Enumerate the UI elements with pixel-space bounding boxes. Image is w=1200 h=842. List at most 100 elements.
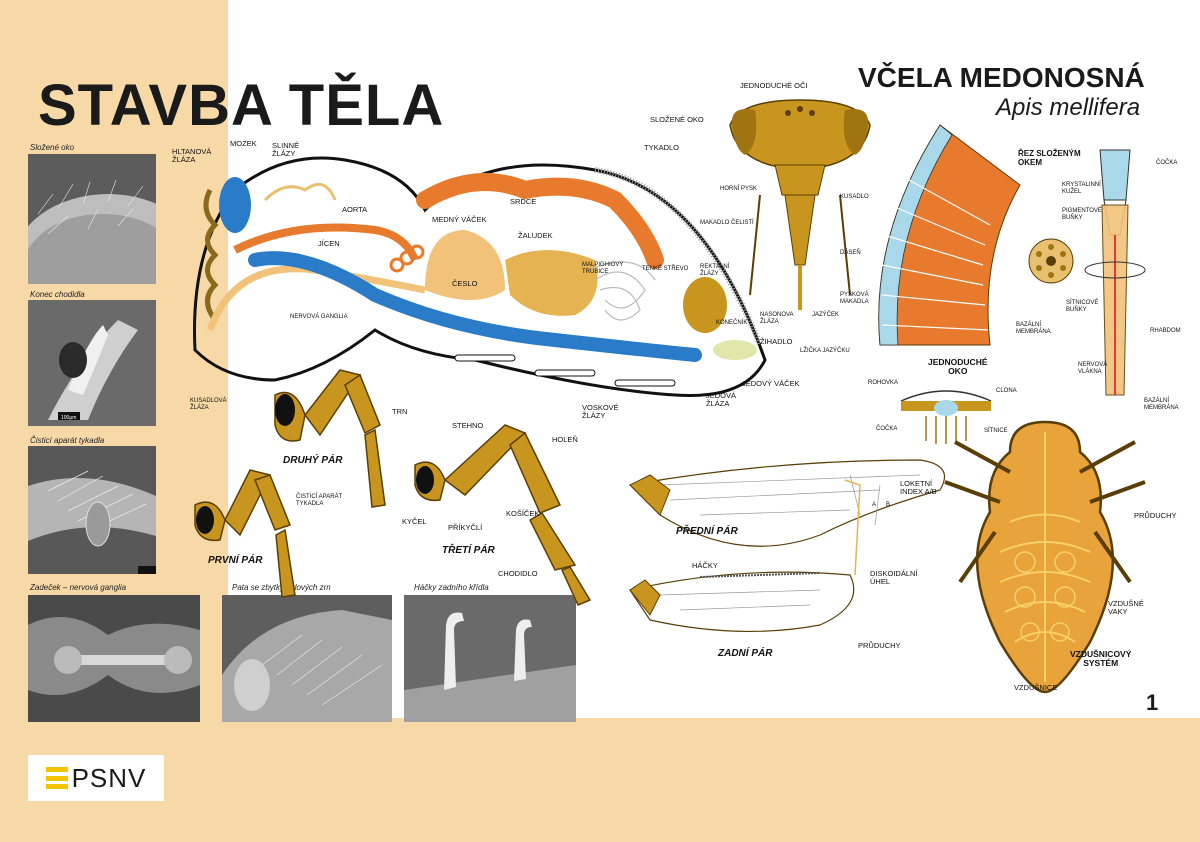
label-forewing: PŘEDNÍ PÁR <box>676 526 738 537</box>
label-gum: DÁSEŇ <box>840 250 861 256</box>
compound-eye-left <box>731 109 757 155</box>
ocellus-middle <box>797 106 803 112</box>
third-leg-tarsus <box>560 566 592 606</box>
compound-eye-section <box>878 124 1021 346</box>
label-venom-sac: JEDOVÝ VÁČEK <box>742 379 800 388</box>
label-lens: ČOČKA <box>1156 160 1178 166</box>
label-nerve-ganglia: NERVOVÁ GANGLIA <box>290 314 348 320</box>
second-leg-tibia <box>344 373 381 435</box>
label-salivary-glands: SLINNÉ ŽLÁZY <box>272 141 300 159</box>
label-tibia: HOLEŇ <box>552 435 578 444</box>
photo-abdomen-ganglia-image <box>28 595 200 722</box>
label-proventriculus: ČESLO <box>452 279 478 288</box>
psnv-logo-text: PSNV <box>71 762 147 793</box>
second-leg-tarsus <box>364 428 386 508</box>
photo-caption-1: Složené oko <box>30 143 75 152</box>
forewing-veins <box>659 474 921 526</box>
legs-diagram <box>194 369 592 606</box>
venom-sac <box>713 340 757 360</box>
label-malpighian: MALPIGHIOVY TRUBICE <box>582 262 624 275</box>
label-compound-eye: SLOŽENÉ OKO <box>650 115 704 124</box>
label-second-pair: DRUHÝ PÁR <box>283 455 343 466</box>
photo-foot-end: 100µm <box>28 300 156 426</box>
label-rhabdom: RHABDOM <box>1150 328 1181 334</box>
ocellus-left <box>785 110 791 116</box>
label-retina: SÍTNICE <box>984 428 1008 434</box>
ocellus-right <box>809 110 815 116</box>
label-spur: TRN <box>392 407 408 416</box>
label-glossa: JAZÝČEK <box>812 312 840 318</box>
labrum <box>774 164 826 196</box>
ommatidium-diagram <box>1084 149 1146 396</box>
heart <box>416 173 664 269</box>
label-small-intestine: TENKÉ STŘEVO <box>642 266 689 272</box>
ommatidia-fan <box>878 124 1021 346</box>
label-maxillary-palp: MAKADLO ČELISTÍ <box>700 220 754 226</box>
label-labial-palps: PYSKOVÁ MAKADLA <box>840 292 869 305</box>
simple-eye-diagram <box>900 390 992 444</box>
label-tracheal-system: VZDUŠNICOVÝ SYSTÉM <box>1070 649 1132 669</box>
forewing-base <box>629 474 671 516</box>
label-nerve-fibers: NERVOVÁ VLÁKNA <box>1078 362 1108 375</box>
label-hamuli: HÁČKY <box>692 561 718 570</box>
ommatidium-lens <box>1099 149 1131 201</box>
photo-caption-4: Zadeček – nervová ganglia <box>30 583 127 592</box>
label-basal-membrane: BAZÁLNÍ MEMBRÁNA <box>1016 322 1051 335</box>
label-eye-section: ŘEZ SLOŽENÝM OKEM <box>1018 149 1081 167</box>
label-antenna-cleaner: ČISTICÍ APARÁT TYKADLA <box>296 494 343 507</box>
photo-abdomen-ganglia <box>28 595 200 722</box>
label-femur: STEHNO <box>452 421 484 430</box>
photo-pollen-heel-image <box>222 595 392 722</box>
label-trochanter: PŘÍKYČLÍ <box>448 523 483 532</box>
third-leg-femur <box>443 424 527 496</box>
label-simple-lens: ČOČKA <box>876 426 898 432</box>
label-wax-glands: VOSKOVÉ ŽLÁZY <box>582 403 619 421</box>
label-rectum: KONEČNÍK <box>716 320 748 326</box>
label-heart: SRDCE <box>510 197 537 206</box>
first-leg-dark-joint <box>196 506 214 534</box>
species-title: VČELA MEDONOSNÁ <box>858 62 1145 93</box>
discoidal-angle-line <box>844 479 861 576</box>
psnv-logo-mark <box>45 767 68 789</box>
heart-coils <box>389 244 425 273</box>
air-sacs <box>1014 551 1076 642</box>
tracheae <box>999 432 1091 682</box>
rectum <box>683 277 727 333</box>
label-cornea: ROHOVKA <box>868 380 899 386</box>
maxillary-palp-right <box>839 194 851 296</box>
label-first-pair: PRVNÍ PÁR <box>208 555 263 566</box>
scale-bar-label-1: 100µm <box>61 415 76 421</box>
cornea <box>900 390 992 402</box>
nerve-cord <box>248 251 702 362</box>
ventriculus <box>505 250 598 316</box>
photo-antenna-cleaner <box>28 446 156 574</box>
label-venom-gland: JEDOVÁ ŽLÁZA <box>706 391 737 409</box>
honey-stomach <box>425 230 505 300</box>
hindwing-veins <box>659 589 821 611</box>
latin-name: Apis mellifera <box>996 94 1141 121</box>
photo-antenna-cleaner-image <box>28 446 156 574</box>
tracheal-system-diagram <box>944 420 1146 694</box>
third-leg-basitarsus <box>529 511 577 571</box>
photo-hindwing-hooks <box>404 595 576 722</box>
tracheal-legs <box>944 440 1146 584</box>
wings-diagram <box>628 459 945 633</box>
label-sting: ŽIHADLO <box>760 337 793 346</box>
label-vein-b: B <box>886 502 891 508</box>
photo-caption-2: Konec chodidla <box>30 290 85 299</box>
proboscis <box>784 194 816 266</box>
psnv-logo: PSNV <box>28 755 164 801</box>
ommatidium-cross-section <box>1028 238 1074 284</box>
label-labrum: HORNÍ PYSK <box>720 186 758 192</box>
label-rectal-glands: REKTÁLNÍ ŽLÁZY <box>700 264 730 277</box>
label-tracheae: VZDUŠNICE <box>1014 683 1058 692</box>
compound-eye-right <box>843 109 869 155</box>
salivary-glands <box>263 182 337 202</box>
photo-compound-eye <box>28 154 156 284</box>
label-simple-eye: JEDNODUCHÉ OKO <box>928 357 988 377</box>
hindwing <box>629 571 855 633</box>
bee-head-diagram <box>729 99 871 310</box>
label-ocelli: JEDNODUCHÉ OČI <box>740 81 808 90</box>
label-crystalline-cone: KRYSTALINNÍ KUŽEL <box>1062 182 1101 195</box>
label-spiracles-right: PRŮDUCHY <box>1134 511 1177 520</box>
